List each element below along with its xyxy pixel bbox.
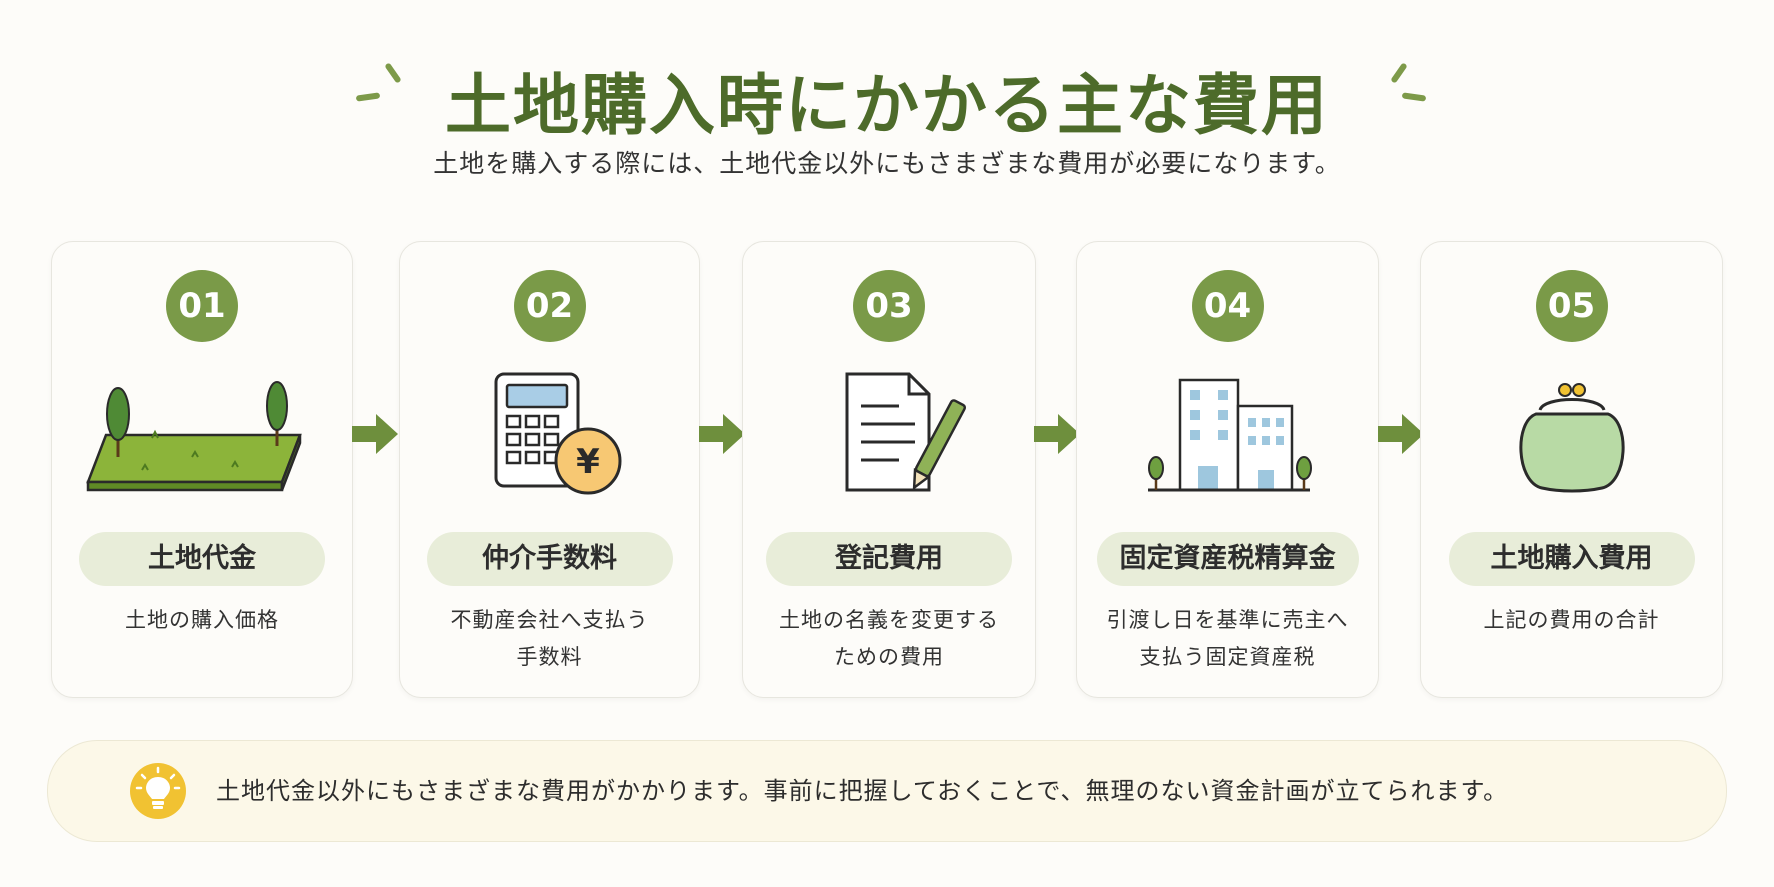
step-number: 05: [1535, 270, 1608, 342]
step-description: 土地の購入価格: [125, 608, 279, 632]
info-note: 土地代金以外にもさまざまな費用がかかります。事前に把握しておくことで、無理のない…: [47, 740, 1727, 842]
step-description: 不動産会社へ支払う 手数料: [450, 608, 649, 669]
step-number: 04: [1191, 270, 1264, 342]
step-card-2: 02 ¥ 仲介手数料 不動産会社へ支払う 手数料: [399, 241, 700, 698]
step-label: 仲介手数料: [426, 532, 673, 586]
step-card-4: 04 固定資産税精算金 引渡し日を基準に売主へ 支払う固定資産税: [1076, 241, 1379, 698]
step-number: 03: [853, 270, 925, 342]
step-description: 土地の名義を変更する ための費用: [779, 608, 999, 669]
calculator-yen-icon: ¥: [430, 362, 670, 507]
step-number: 01: [166, 270, 238, 342]
page-title: 土地購入時にかかる主な費用: [445, 67, 1329, 144]
arrow-right-icon: [1378, 414, 1424, 454]
step-description: 引渡し日を基準に売主へ 支払う固定資産税: [1106, 608, 1349, 669]
step-card-5: 05 土地購入費用 上記の費用の合計: [1420, 241, 1723, 698]
land-icon: [82, 362, 322, 507]
header: 土地購入時にかかる主な費用 土地を購入する際には、土地代金以外にもさまざまな費用…: [0, 0, 1774, 200]
building-icon: [1108, 362, 1348, 507]
step-label: 登記費用: [766, 532, 1012, 586]
step-label: 固定資産税精算金: [1096, 532, 1359, 586]
note-text: 土地代金以外にもさまざまな費用がかかります。事前に把握しておくことで、無理のない…: [216, 777, 1509, 805]
step-label: 土地購入費用: [1448, 532, 1695, 586]
arrow-right-icon: [352, 414, 398, 454]
step-number: 02: [513, 270, 586, 342]
svg-text:¥: ¥: [576, 442, 600, 482]
arrow-right-icon: [1034, 414, 1080, 454]
step-card-3: 03 登記費用 土地の名義を変更する ための費用: [742, 241, 1036, 698]
document-pen-icon: [769, 362, 1009, 507]
arrow-right-icon: [699, 414, 745, 454]
step-card-1: 01 土地代金 土地の購入価格: [51, 241, 353, 698]
lightbulb-icon: [130, 763, 186, 819]
step-description: 上記の費用の合計: [1483, 608, 1660, 632]
step-label: 土地代金: [79, 532, 325, 586]
purse-icon: [1452, 362, 1692, 507]
page-subtitle: 土地を購入する際には、土地代金以外にもさまざまな費用が必要になります。: [433, 149, 1341, 178]
